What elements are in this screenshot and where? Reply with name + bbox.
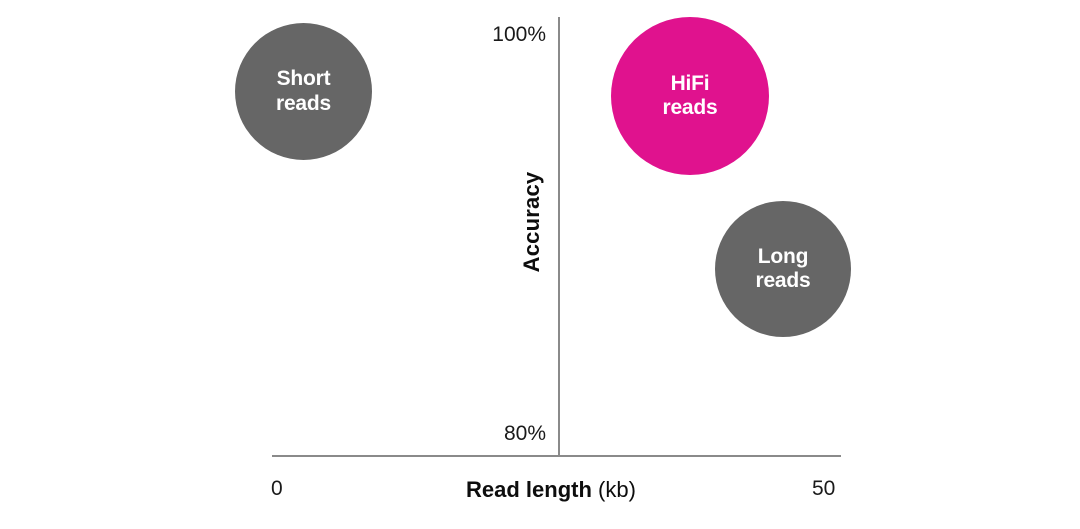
y-axis-tick-80-label: 80% — [503, 422, 546, 445]
x-axis-tick-50: 50 — [812, 477, 836, 500]
bubble-long-reads: Long reads — [715, 201, 851, 337]
x-axis-tick-0: 0 — [271, 477, 283, 500]
y-axis-line — [558, 17, 560, 457]
x-axis-title-unit: (kb) — [598, 477, 636, 502]
y-axis-title: Accuracy — [519, 171, 544, 273]
x-axis-title-name: Read length — [466, 477, 592, 502]
x-axis-line — [272, 455, 841, 457]
bubble-long-reads-label-line1: Long — [757, 244, 809, 268]
bubble-short-reads-label-line1: Short — [276, 67, 331, 91]
bubble-hifi-reads-label-line2: reads — [662, 96, 718, 119]
bubble-hifi-reads: HiFi reads — [611, 17, 769, 175]
bubble-hifi-reads-label-line1: HiFi — [670, 71, 710, 95]
bubble-short-reads-label-line2: reads — [275, 91, 332, 115]
y-axis-tick-100-label: 100% — [492, 23, 546, 46]
x-axis-title: Read length (kb) — [466, 477, 636, 503]
bubble-short-reads: Short reads — [235, 23, 372, 160]
bubble-long-reads-label-line2: reads — [755, 269, 811, 292]
